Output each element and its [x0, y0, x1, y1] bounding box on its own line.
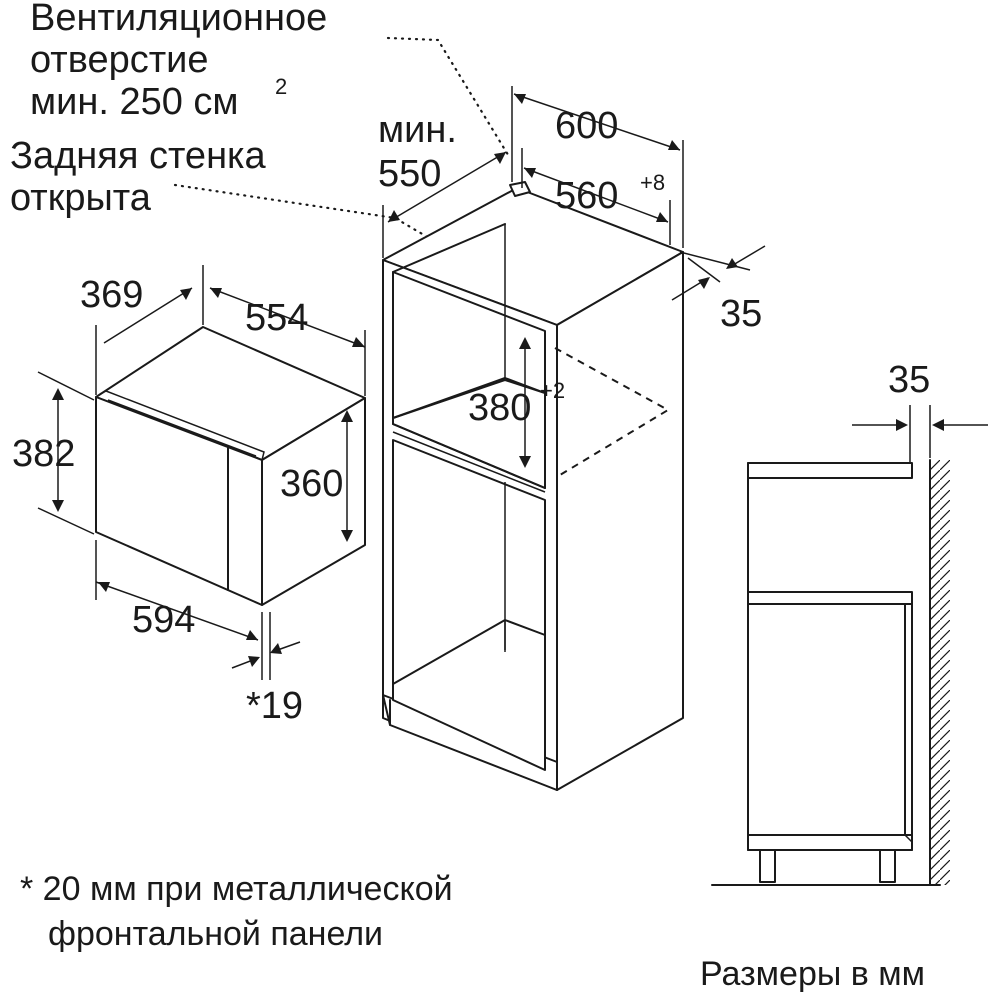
dim-560-label: 560 — [555, 175, 618, 217]
dim-35-side — [852, 405, 988, 462]
dim-380 — [519, 337, 531, 468]
dim-594-label: 594 — [132, 599, 195, 641]
vent-label-line1: Вентиляционное — [30, 0, 327, 39]
vent-leader-line — [386, 36, 512, 160]
tall-cabinet — [382, 181, 684, 791]
dim-369-label: 369 — [80, 274, 143, 316]
dim-35-side-label: 35 — [888, 359, 930, 401]
dim-594 — [95, 540, 263, 680]
rear-wall-label-line2: открыта — [10, 177, 152, 219]
units-note: Размеры в мм — [700, 955, 925, 993]
dim-554 — [209, 287, 366, 396]
rear-wall-label-line1: Задняя стенка — [10, 135, 267, 177]
dim-560 — [521, 148, 671, 245]
dim-600 — [511, 86, 684, 248]
dim-360-label: 360 — [280, 463, 343, 505]
dim-380-superscript: +2 — [540, 378, 565, 403]
vent-label-line3: мин. 250 см — [30, 81, 239, 123]
side-section-view — [711, 459, 950, 886]
microwave-appliance — [95, 326, 366, 606]
dim-360 — [341, 410, 353, 542]
dim-550-label: 550 — [378, 153, 441, 195]
dim-35-top — [671, 245, 766, 301]
footnote-line1: * 20 мм при металлической — [20, 870, 453, 908]
dim-550 — [382, 151, 507, 258]
dim-560-superscript: +8 — [640, 170, 665, 195]
vent-label-superscript: 2 — [275, 74, 287, 99]
dim-19-label: *19 — [246, 685, 303, 727]
dim-600-label: 600 — [555, 105, 618, 147]
dim-35-top-label: 35 — [720, 293, 762, 335]
dim-554-label: 554 — [245, 297, 308, 339]
dim-19 — [231, 612, 301, 680]
dim-380-label: 380 — [468, 387, 531, 429]
footnote-line2: фронтальной панели — [48, 915, 383, 953]
vent-label-line2: отверстие — [30, 39, 209, 81]
dim-382-label: 382 — [12, 433, 75, 475]
shelf-dashed-outline — [554, 347, 671, 476]
dim-369 — [95, 265, 204, 395]
dim-382 — [37, 371, 95, 535]
min-label: мин. — [378, 109, 457, 151]
